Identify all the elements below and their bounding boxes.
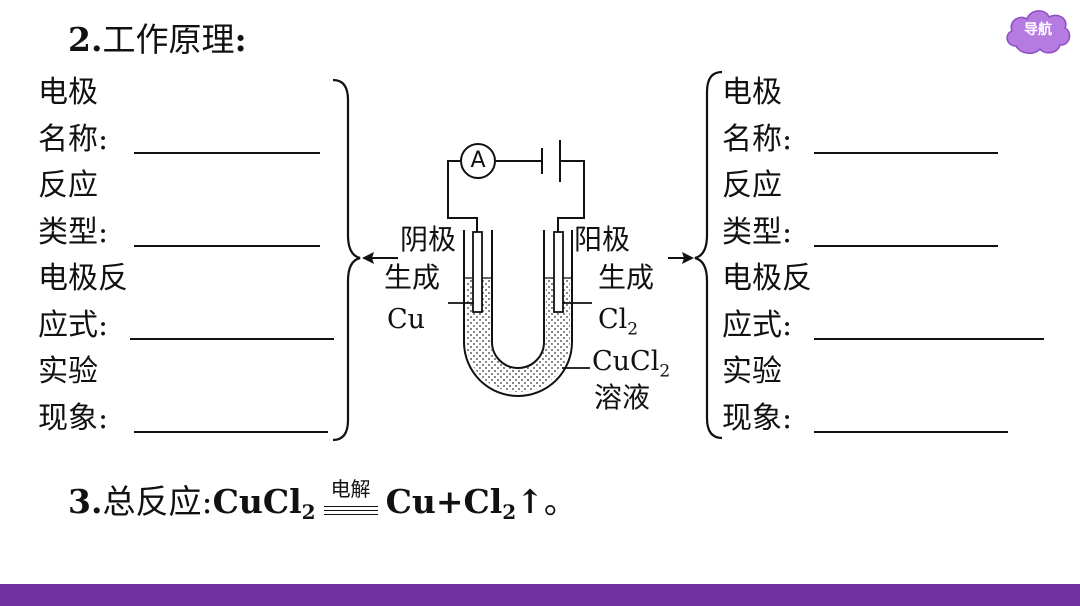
left-line-1: 电极 (38, 70, 368, 117)
left-line-6: 应式: (38, 303, 368, 350)
right-label-electrode: 电极 (722, 75, 782, 110)
anode-product-symbol: Cl (598, 304, 628, 335)
left-line-2: 名称: (38, 117, 368, 164)
cathode-product-prefix: 生成 (384, 261, 441, 294)
right-panel: 电极 名称: 反应 类型: 电极反 应式: 实验 现象: (722, 70, 1052, 442)
reaction-condition: 电解 (320, 477, 382, 524)
left-panel: 电极 名称: 反应 类型: 电极反 应式: 实验 现象: (38, 70, 368, 442)
nav-label: 导航 (1024, 22, 1052, 38)
right-label-reaction: 反应 (722, 168, 782, 203)
right-line-8: 现象: (722, 396, 1052, 443)
right-blank-electrode-equation[interactable] (814, 338, 1044, 340)
cathode-label: 阴极 (400, 223, 457, 256)
cloud-icon (1006, 10, 1071, 54)
right-line-3: 反应 (722, 163, 1052, 210)
equation-end-mark: 。 (543, 482, 577, 521)
solution-formula: CuCl2 (592, 346, 670, 387)
left-blank-phenomenon[interactable] (134, 431, 328, 433)
anode-product-prefix: 生成 (598, 261, 655, 294)
right-line-6: 应式: (722, 303, 1052, 350)
left-label-phenomenon: 现象: (38, 400, 109, 436)
anode-product-subscript: 2 (627, 319, 639, 340)
right-blank-electrode-name[interactable] (814, 152, 998, 154)
equation-reactant-subscript: 2 (301, 500, 316, 524)
ammeter-label: A (470, 148, 486, 173)
left-blank-reaction-type[interactable] (134, 245, 320, 247)
left-label-formula: 应式: (38, 307, 109, 343)
left-label-reaction: 反应 (38, 168, 98, 203)
nav-button[interactable]: 导航 (1002, 4, 1074, 58)
equation-product-1: Cu (385, 482, 436, 521)
left-label-experiment: 实验 (38, 354, 98, 389)
right-line-1: 电极 (722, 70, 1052, 117)
solution-formula-subscript: 2 (659, 361, 671, 382)
solution-fill (466, 278, 570, 392)
left-blank-electrode-name[interactable] (134, 152, 320, 154)
section-heading: 2.工作原理: (68, 18, 247, 62)
left-label-type: 类型: (38, 214, 109, 250)
right-label-electrode-equation: 电极反 (722, 261, 812, 296)
ammeter-icon (460, 143, 496, 179)
gas-arrow-icon: ↑ (516, 482, 544, 521)
right-label-type: 类型: (722, 214, 793, 250)
equation-product-2: Cl (463, 482, 503, 521)
electrolysis-cell-drawing (447, 140, 592, 397)
condition-bar-3 (323, 514, 378, 515)
heading-colon: : (234, 20, 247, 59)
cathode-product: Cu (387, 304, 426, 335)
anode-electrode (553, 231, 564, 313)
right-blank-phenomenon[interactable] (814, 431, 1008, 433)
right-label-name: 名称: (722, 121, 793, 157)
left-line-5: 电极反 (38, 256, 368, 303)
heading-number: 2. (68, 20, 103, 59)
right-line-5: 电极反 (722, 256, 1052, 303)
solution-formula-symbol: CuCl (592, 346, 660, 377)
right-blank-reaction-type[interactable] (814, 245, 998, 247)
u-tube-inner (491, 230, 545, 369)
left-line-7: 实验 (38, 349, 368, 396)
heading-title: 工作原理 (102, 20, 235, 59)
left-blank-electrode-equation[interactable] (130, 338, 334, 340)
condition-bar-1 (323, 506, 378, 507)
equation-number: 3. (68, 482, 103, 521)
right-line-7: 实验 (722, 349, 1052, 396)
footer-bar (0, 584, 1080, 606)
left-line-4: 类型: (38, 210, 368, 257)
anode-label: 阳极 (574, 223, 631, 256)
right-label-experiment: 实验 (722, 354, 782, 389)
right-line-4: 类型: (722, 210, 1052, 257)
right-label-formula: 应式: (722, 307, 793, 343)
right-label-phenomenon: 现象: (722, 400, 793, 436)
cathode-electrode (472, 231, 483, 313)
u-tube-outer (463, 230, 573, 397)
condition-text: 电解 (330, 477, 371, 501)
left-label-electrode-equation: 电极反 (38, 261, 128, 296)
equation-reactant: CuCl (212, 482, 302, 521)
solution-word: 溶液 (594, 381, 651, 414)
left-line-8: 现象: (38, 396, 368, 443)
anode-product: Cl2 (598, 304, 638, 345)
equation-label: 总反应: (102, 482, 213, 521)
right-line-2: 名称: (722, 117, 1052, 164)
condition-bar-2 (323, 510, 378, 511)
left-line-3: 反应 (38, 163, 368, 210)
left-label-name: 名称: (38, 121, 109, 157)
left-label-electrode: 电极 (38, 75, 98, 110)
equation-plus: + (435, 482, 464, 521)
equation-product-2-subscript: 2 (502, 500, 517, 524)
electrolysis-diagram: A 阴极 生成 Cu 阳极 生成 Cl2 CuCl2 溶液 (340, 60, 720, 460)
